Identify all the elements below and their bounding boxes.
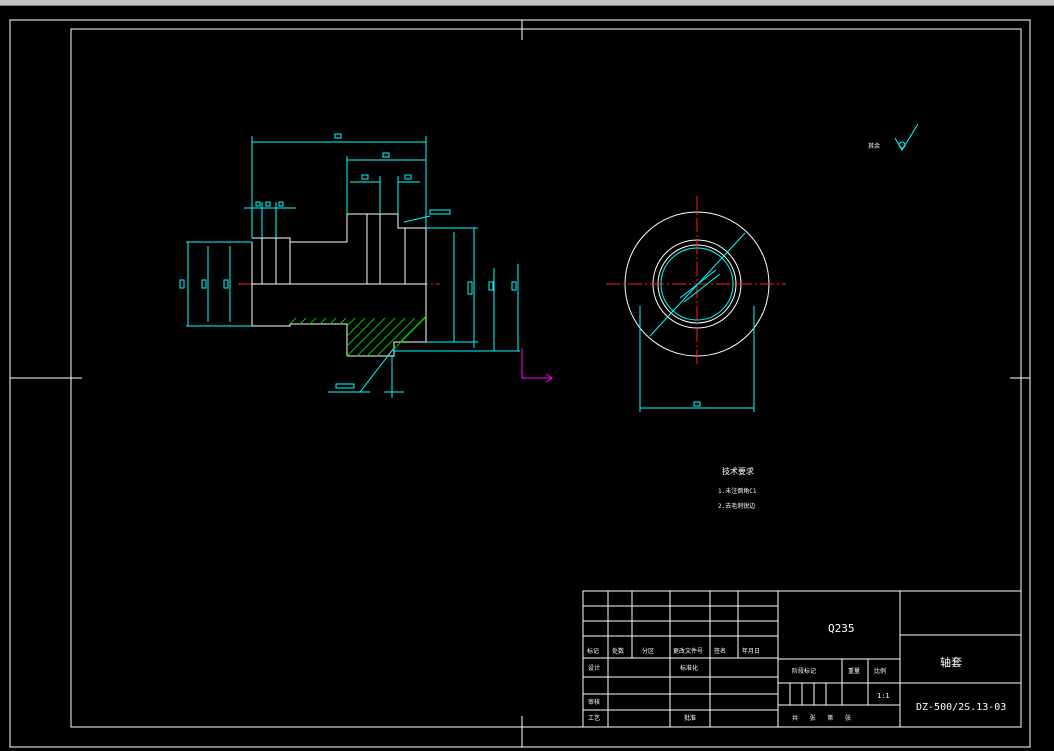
sheets-label: 共 张 第 张 [792,714,855,722]
part-name-text: 轴套 [940,655,962,669]
section-view[interactable] [179,133,553,398]
header-cell-zone: 分区 [642,647,654,655]
row-design-label: 设计 [588,664,600,672]
material-text: Q235 [828,622,855,635]
row-approve-label: 批准 [684,714,696,722]
header-cell-change-doc: 更改文件号 [673,647,703,655]
row-process-label: 工艺 [588,714,600,722]
scale-value-text: 1:1 [877,692,890,700]
section-dimensions [179,133,520,398]
notes-heading: 技术要求 [722,466,754,476]
end-view[interactable] [606,196,786,412]
end-view-dimensions [639,232,755,412]
application-toolbar-strip [0,0,1054,6]
roughness-label: 其余 [868,142,880,150]
section-hatch [289,315,427,357]
part-outline [251,213,427,357]
stage-label: 阶段标记 [792,667,816,675]
row-review-label: 审核 [588,698,600,706]
header-cell-date: 年月日 [742,647,760,655]
notes-line-1: 1.未注倒角C1 [718,487,757,495]
header-cell-sign: 签名 [714,647,726,655]
technical-notes: 技术要求 1.未注倒角C1 2.去毛刺锐边 [718,466,757,510]
header-cell-count: 处数 [612,647,624,655]
scale-label: 比例 [874,667,886,675]
ucs-icon [521,348,553,383]
roughness-symbol: 其余 [868,123,919,151]
header-cell-mark: 标记 [587,647,599,655]
drawing-number-text: DZ-500/2S.13-03 [916,702,1006,713]
cad-drawing-canvas[interactable]: 其余 技术要求 1.未注倒角C1 2.去毛刺锐边 [0,6,1054,751]
sheet-outer-border [9,19,1031,748]
notes-line-2: 2.去毛刺锐边 [718,502,755,510]
title-block[interactable]: Q235 轴套 DZ-500/2S.13-03 1:1 标记 处数 分区 更改文… [582,590,1022,728]
weight-label: 重量 [848,667,860,675]
centering-marks [10,20,1030,747]
title-block-grid [582,590,1022,728]
row-standard-label: 标准化 [680,664,698,672]
